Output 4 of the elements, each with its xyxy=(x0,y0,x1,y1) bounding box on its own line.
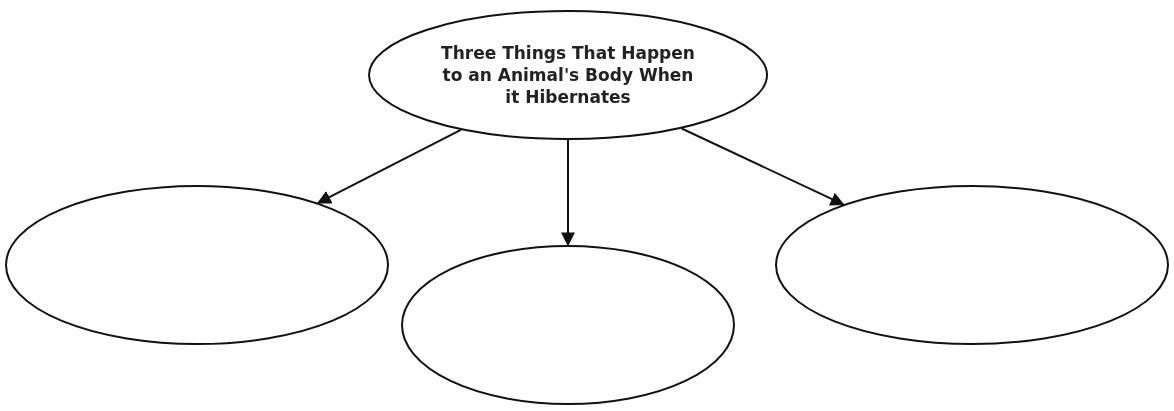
heading-text: Three Things That Happen to an Animal's Body When it Hibernates xyxy=(440,42,696,108)
arrow xyxy=(561,139,575,247)
arrow xyxy=(680,127,845,206)
arrow xyxy=(316,128,462,204)
